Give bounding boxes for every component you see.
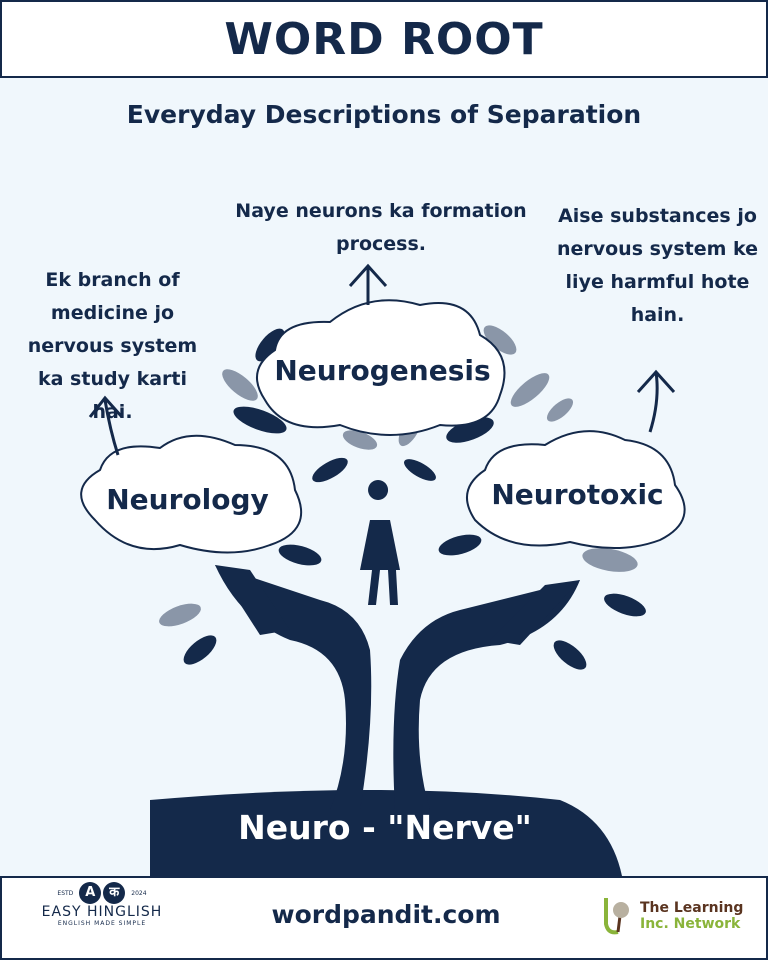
word-neurogenesis: Neurogenesis <box>274 354 491 387</box>
site-link[interactable]: wordpandit.com <box>271 900 501 929</box>
cloud-neurology <box>80 434 303 554</box>
logo-letter-a: A <box>79 882 102 904</box>
arrow-up-icon <box>636 369 676 433</box>
cloud-neurogenesis <box>256 299 506 436</box>
word-neurology: Neurology <box>106 483 269 516</box>
arrows <box>88 263 676 456</box>
right-hand <box>490 580 580 645</box>
child-figure <box>360 480 400 605</box>
logo-estd: ESTD <box>57 889 74 897</box>
leaves <box>183 328 646 670</box>
word-neurotoxic: Neurotoxic <box>491 478 664 511</box>
root-label: Neuro - "Nerve" <box>238 808 532 847</box>
tree-logo-icon <box>604 898 629 935</box>
page-title: WORD ROOT <box>224 13 544 65</box>
logo-line1: The Learning <box>640 900 744 916</box>
trunk <box>215 565 372 810</box>
logo-year: 2024 <box>131 889 147 897</box>
logo-line2: Inc. Network <box>640 916 741 932</box>
definition-neurology: Ek branch of medicine jo nervous system … <box>27 269 198 423</box>
trunk-right <box>393 580 580 810</box>
logo-tagline: ENGLISH MADE SIMPLE <box>57 920 147 927</box>
header: WORD ROOT <box>0 0 768 78</box>
arrow-up-icon <box>88 395 124 456</box>
subtitle: Everyday Descriptions of Separation <box>126 100 642 129</box>
definition-neurogenesis: Naye neurons ka formation process. <box>235 200 527 255</box>
ground <box>150 790 622 876</box>
logo-name: EASY HINGLISH <box>41 904 163 920</box>
cloud-neurotoxic <box>466 430 686 549</box>
logo-letter-ka: क <box>103 882 126 904</box>
left-hand <box>215 565 290 635</box>
arrow-up-icon <box>348 263 388 305</box>
definition-neurotoxic: Aise substances jo nervous system ke liy… <box>556 205 759 326</box>
